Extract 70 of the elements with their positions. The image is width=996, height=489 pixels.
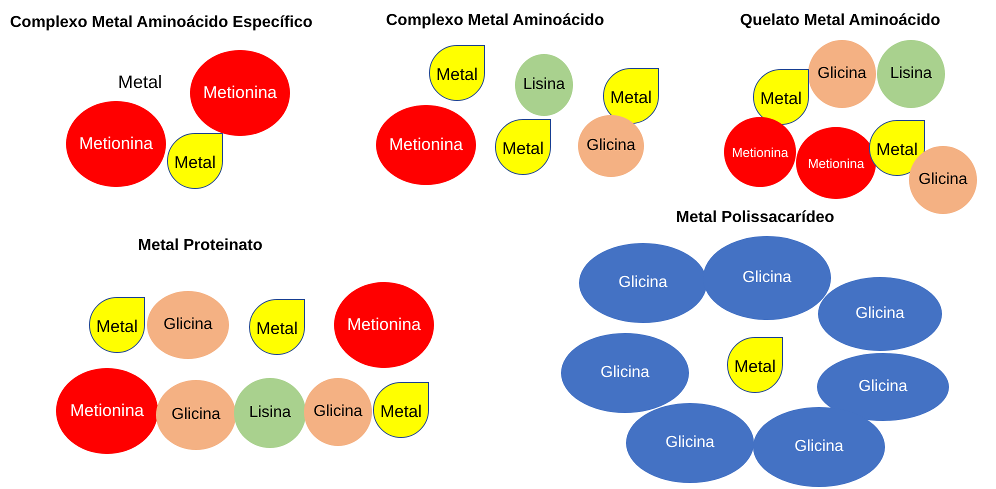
amino-acid-circle <box>376 105 476 185</box>
amino-acid-circle <box>808 40 876 108</box>
node-label: Metal <box>876 140 918 160</box>
metal-teardrop <box>495 119 551 175</box>
amino-acid-circle <box>703 236 831 320</box>
section-title: Metal Proteinato <box>138 237 262 255</box>
amino-acid-circle <box>796 127 876 199</box>
amino-acid-circle <box>561 333 689 413</box>
amino-acid-circle <box>578 115 644 177</box>
node-label: Metionina <box>79 134 153 154</box>
amino-acid-circle <box>515 54 573 116</box>
metal-label: Metal <box>118 72 162 93</box>
node-label: Glicina <box>794 438 844 456</box>
node-label: Metal <box>610 88 652 108</box>
amino-acid-circle <box>579 243 707 323</box>
amino-acid-circle <box>304 378 372 446</box>
node-label: Lisina <box>890 65 932 83</box>
node-label: Metal <box>734 357 776 377</box>
node-label: Glicina <box>164 316 212 334</box>
node-label: Glicina <box>818 65 866 83</box>
amino-acid-circle <box>156 380 236 450</box>
node-label: Metionina <box>203 83 277 103</box>
section-title: Complexo Metal Aminoácido <box>386 12 604 30</box>
metal-teardrop <box>373 382 429 438</box>
amino-acid-circle <box>56 368 158 454</box>
node-label: Metionina <box>732 144 788 160</box>
section-title: Quelato Metal Aminoácido <box>740 12 940 30</box>
node-label: Metal <box>380 402 422 422</box>
section-title: Metal Polissacarídeo <box>676 209 834 227</box>
amino-acid-circle <box>818 277 942 351</box>
node-label: Metionina <box>70 401 144 421</box>
amino-acid-circle <box>334 282 434 368</box>
amino-acid-circle <box>66 101 166 187</box>
node-label: Metal <box>174 153 216 173</box>
amino-acid-circle <box>626 403 754 483</box>
metal-teardrop <box>89 297 145 353</box>
node-label: Glicina <box>600 364 650 382</box>
node-label: Metionina <box>808 156 864 170</box>
amino-acid-circle <box>817 353 949 421</box>
node-label: Glicina <box>586 137 636 155</box>
node-label: Metionina <box>347 315 421 335</box>
node-label: Metal <box>256 319 298 339</box>
node-label: Metal <box>760 89 802 109</box>
node-label: Glicina <box>742 269 792 287</box>
node-label: Glicina <box>666 434 714 452</box>
node-label: Lisina <box>249 404 291 422</box>
node-label: Glicina <box>858 378 908 396</box>
node-label: Metal <box>96 317 138 337</box>
node-label: Metal <box>436 65 478 85</box>
node-label: Lisina <box>523 76 565 94</box>
node-label: Metal <box>502 139 544 159</box>
node-label: Glicina <box>314 403 362 421</box>
node-label: Glicina <box>618 274 668 292</box>
node-label: Glicina <box>856 305 904 323</box>
amino-acid-circle <box>190 50 290 136</box>
metal-teardrop <box>249 299 305 355</box>
node-label: Glicina <box>918 171 968 189</box>
metal-teardrop <box>603 68 659 124</box>
node-label: Glicina <box>172 406 220 424</box>
metal-teardrop <box>167 133 223 189</box>
amino-acid-circle <box>877 40 945 108</box>
amino-acid-circle <box>753 407 885 487</box>
metal-teardrop <box>753 69 809 125</box>
amino-acid-circle <box>724 117 796 187</box>
section-title: Complexo Metal Aminoácido Específico <box>10 14 313 32</box>
amino-acid-circle <box>147 291 229 359</box>
metal-teardrop <box>429 45 485 101</box>
amino-acid-circle <box>234 378 306 448</box>
metal-teardrop <box>727 337 783 393</box>
node-label: Metionina <box>389 135 463 155</box>
